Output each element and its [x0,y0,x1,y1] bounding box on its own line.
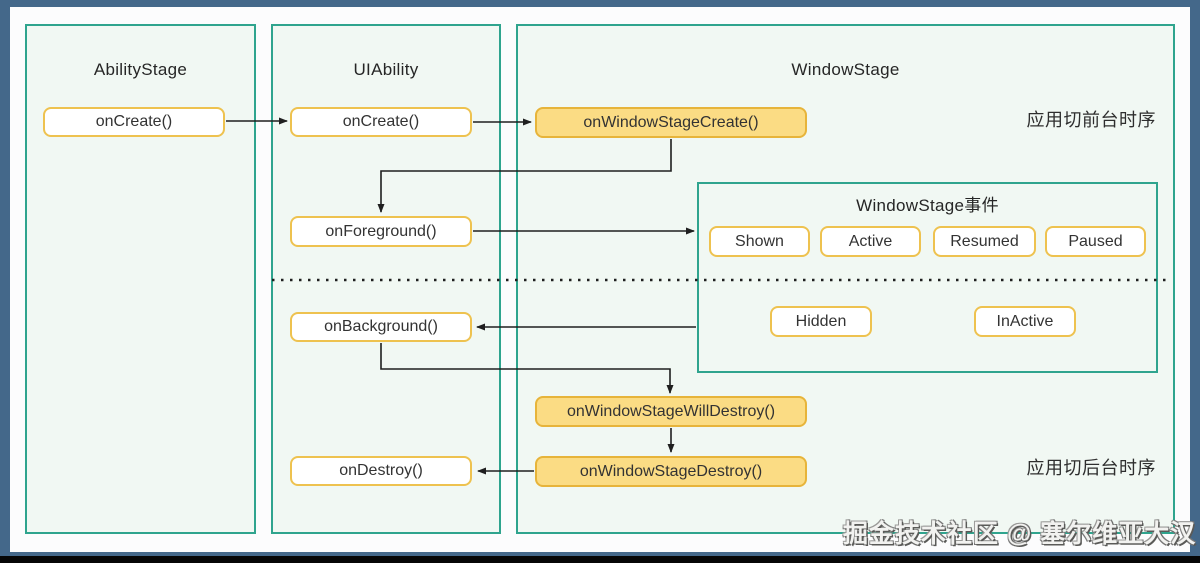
container-title-ability-stage: AbilityStage [93,60,188,79]
label-background-sequence: 应用切后台时序 [1026,458,1156,478]
container-title-ui-ability: UIAbility [353,60,419,79]
node-onwindowstagewilldestroy: onWindowStageWillDestroy() [535,396,807,427]
node-event-paused: Paused [1045,226,1146,257]
node-event-active: Active [820,226,921,257]
node-event-shown: Shown [709,226,810,257]
node-abilitystage-oncreate: onCreate() [43,107,225,137]
node-onwindowstagedestroy: onWindowStageDestroy() [535,456,807,487]
node-event-inactive: InActive [974,306,1076,337]
window-stage-events-title: WindowStage事件 [856,196,999,215]
container-title-window-stage: WindowStage [791,60,900,79]
watermark: 掘金技术社区 @ 塞尔维亚大汉 [843,520,1197,548]
node-event-resumed: Resumed [933,226,1036,257]
node-onforeground: onForeground() [290,216,472,247]
node-onbackground: onBackground() [290,312,472,342]
node-onwindowstagecreate: onWindowStageCreate() [535,107,807,138]
node-event-hidden: Hidden [770,306,872,337]
label-foreground-sequence: 应用切前台时序 [1026,110,1156,130]
container-ability-stage: AbilityStage [25,24,256,534]
window-stage-events-box: WindowStage事件 [697,182,1158,373]
node-uiability-oncreate: onCreate() [290,107,472,137]
node-ondestroy: onDestroy() [290,456,472,486]
